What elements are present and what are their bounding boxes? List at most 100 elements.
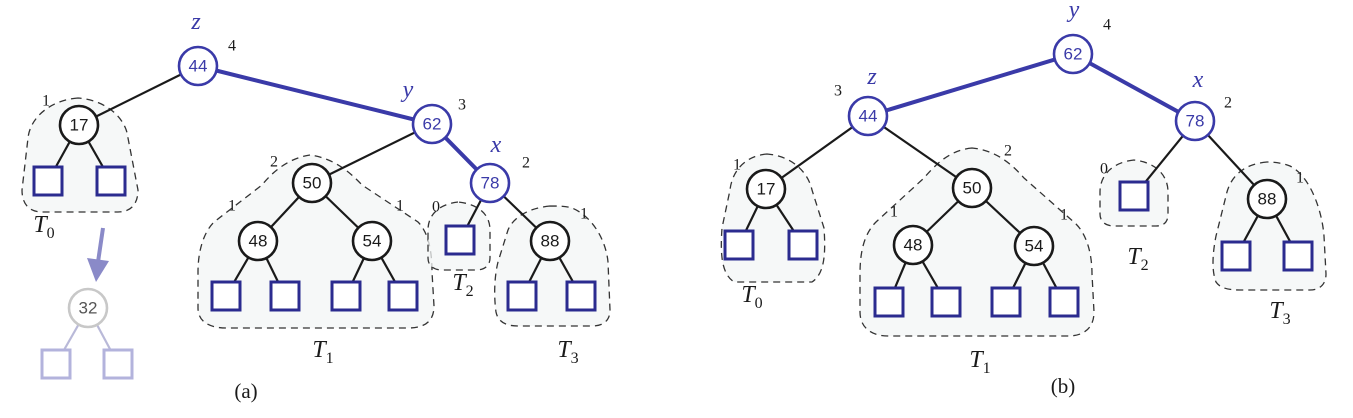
height-label-62: 3	[458, 97, 466, 114]
node-48-panel-a	[237, 220, 279, 262]
node-78-panel-b	[1174, 100, 1216, 142]
node-88-panel-a	[529, 220, 571, 262]
height-label-54: 1	[396, 198, 404, 215]
edge-b62-b78	[1072, 52, 1196, 123]
node-48-panel-b	[892, 224, 934, 266]
edge-a62-a50	[311, 123, 433, 184]
var-label-y: y	[1067, 0, 1080, 23]
node-key-44: 44	[859, 107, 878, 126]
node-50-panel-b	[951, 167, 993, 209]
node-54-panel-b	[1013, 225, 1055, 267]
node-key-44: 44	[189, 57, 208, 76]
external-leaf	[269, 280, 301, 312]
edge-a44-a17	[78, 65, 199, 126]
node-32-panel-a	[67, 287, 109, 329]
external-leaf	[330, 280, 362, 312]
edge-b44-b17	[765, 115, 869, 190]
node-key-54: 54	[1025, 237, 1044, 256]
node-key-62: 62	[1064, 45, 1083, 64]
height-label-48: 1	[890, 204, 898, 221]
var-label-y: y	[401, 77, 414, 103]
node-key-78: 78	[1186, 112, 1205, 131]
height-label-17: 1	[42, 93, 50, 110]
subtree-label-t2: T2	[1127, 244, 1148, 274]
height-label-44: 3	[834, 83, 842, 100]
node-62-panel-a	[411, 103, 453, 145]
external-leaf	[444, 224, 476, 256]
height-label-leaf: 0	[432, 199, 440, 216]
external-leaf	[873, 286, 905, 318]
external-leaf	[506, 280, 538, 312]
external-leaf	[387, 280, 419, 312]
subtree-outline-a-t1	[197, 154, 435, 329]
node-key-78: 78	[481, 174, 500, 193]
node-key-17: 17	[70, 116, 89, 135]
external-leaf	[1118, 180, 1150, 212]
var-label-z: z	[866, 64, 877, 90]
external-leaf	[210, 280, 242, 312]
height-label-78: 2	[1224, 95, 1232, 112]
caption-b: (b)	[1051, 374, 1076, 398]
external-leaf	[565, 280, 597, 312]
var-label-x: x	[490, 132, 502, 158]
node-key-48: 48	[249, 232, 268, 251]
node-88-panel-b	[1246, 178, 1288, 220]
var-label-x: x	[1192, 67, 1204, 93]
var-label-z: z	[190, 9, 201, 35]
height-label-50: 2	[270, 154, 278, 171]
edge-a44-a62	[197, 64, 433, 126]
subtree-label-t1: T1	[969, 347, 990, 377]
external-leaf	[1220, 240, 1252, 272]
external-leaf	[930, 286, 962, 318]
edge-b44-b50	[867, 115, 973, 189]
external-leaf	[1048, 286, 1080, 318]
node-44-panel-a	[177, 45, 219, 87]
external-leaf	[32, 165, 64, 197]
subtree-label-t3: T3	[1269, 298, 1290, 328]
subtree-label-t1: T1	[312, 337, 333, 367]
labels: 4 1 3 2 2 1 1 1 0 z y x 4 3 2 1 2 1 1 1 0 y z x	[42, 0, 1304, 224]
node-key-88: 88	[1258, 190, 1277, 209]
node-44-panel-b	[847, 95, 889, 137]
height-label-48: 1	[228, 198, 236, 215]
tree-leaves	[32, 165, 1314, 380]
node-key-62: 62	[423, 115, 442, 134]
height-label-78: 2	[522, 155, 530, 172]
node-17-panel-b	[745, 168, 787, 210]
external-leaf	[723, 229, 755, 261]
node-62-panel-b	[1052, 33, 1094, 75]
height-label-62: 4	[1103, 17, 1111, 34]
subtree-label-t0: T0	[33, 212, 54, 242]
node-key-32: 32	[79, 299, 98, 318]
node-key-88: 88	[541, 232, 560, 251]
height-label-44: 4	[228, 38, 236, 55]
height-label-50: 2	[1004, 143, 1012, 160]
height-label-88: 1	[1296, 170, 1304, 187]
node-17-panel-a	[58, 104, 100, 146]
node-78-panel-a	[469, 162, 511, 204]
insertion-arrow-head	[87, 258, 109, 282]
external-leaf	[102, 348, 134, 380]
height-label-17: 1	[733, 157, 741, 174]
node-50-panel-a	[291, 162, 333, 204]
external-leaf	[95, 165, 127, 197]
height-label-88: 1	[580, 206, 588, 223]
node-key-50: 50	[303, 174, 322, 193]
node-key-54: 54	[363, 232, 382, 251]
height-label-leaf: 0	[1100, 161, 1108, 178]
insertion-arrow	[87, 227, 109, 282]
subtree-label-t0: T0	[741, 282, 762, 312]
subtree-label-t2: T2	[452, 270, 473, 300]
caption-a: (a)	[234, 379, 257, 403]
insertion-arrow-shaft	[96, 227, 105, 263]
external-leaf	[1282, 240, 1314, 272]
node-key-48: 48	[904, 236, 923, 255]
edge-b62-b44	[867, 52, 1074, 118]
external-leaf	[990, 286, 1022, 318]
node-key-17: 17	[757, 180, 776, 199]
subtree-outline-b-t1	[859, 147, 1095, 337]
height-label-54: 1	[1060, 207, 1068, 224]
external-leaf	[40, 348, 72, 380]
